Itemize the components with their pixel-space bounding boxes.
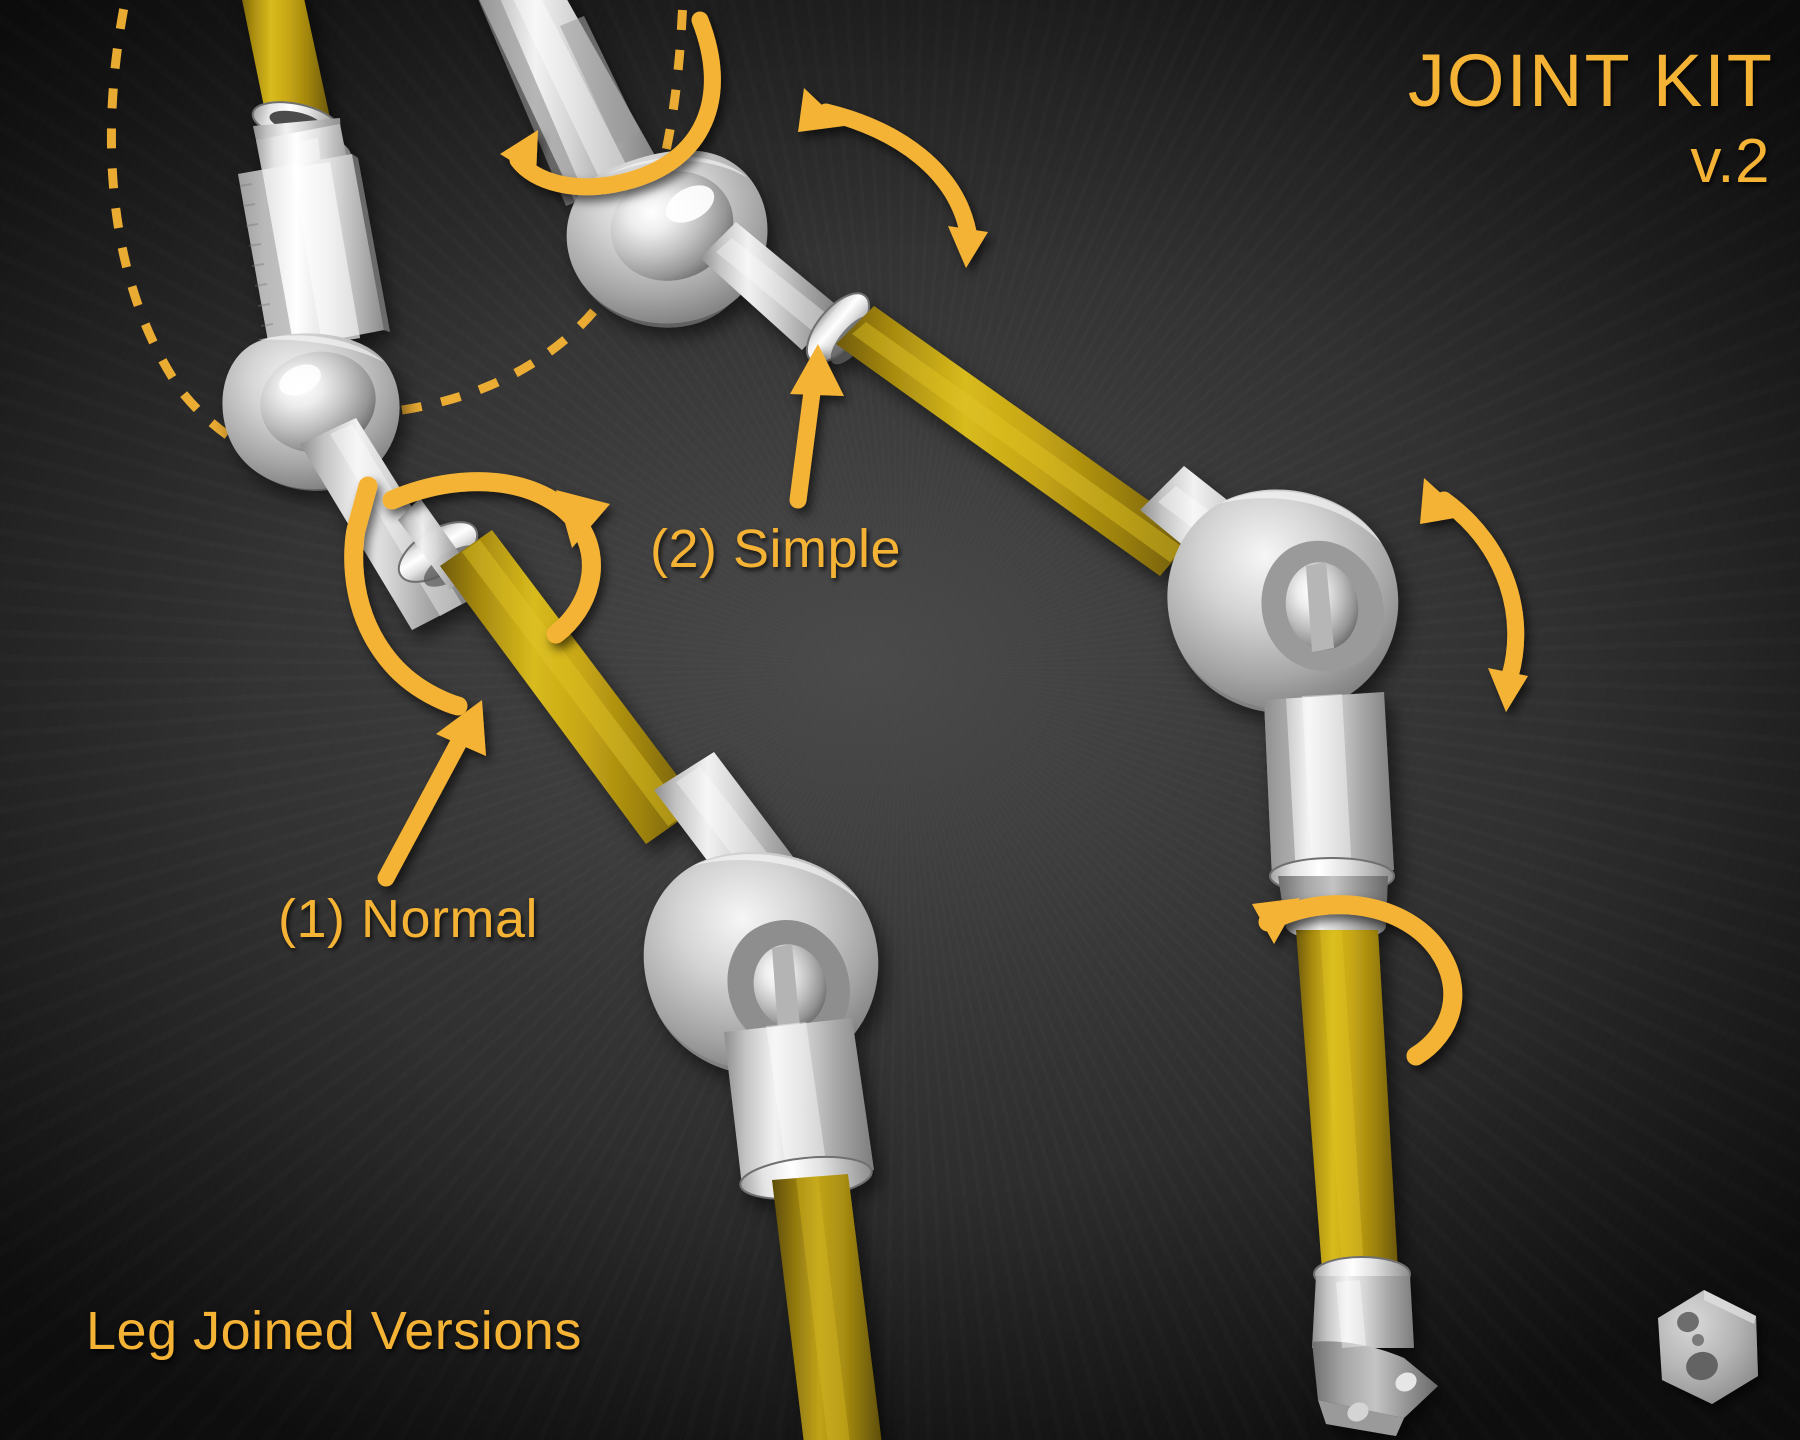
- ball-socket-joint-right: [1140, 466, 1399, 714]
- pointer-arrow-normal: [377, 700, 486, 887]
- normal-joint-assembly: [222, 0, 882, 1440]
- rotation-arrow-normal-joint: [344, 472, 610, 716]
- label-simple-joint: (2) Simple: [650, 519, 902, 579]
- pointer-arrow-simple: [789, 344, 844, 509]
- sleeve-right: [1264, 692, 1395, 941]
- hexagon-logo: [1658, 1290, 1758, 1404]
- swing-arrow-right-joint: [1420, 478, 1528, 712]
- yellow-rod-left-main: [440, 530, 700, 844]
- version-label: v.2: [1690, 127, 1770, 196]
- bottom-sleeve-left: [724, 1018, 874, 1201]
- yellow-rod-middle-main: [836, 306, 1196, 576]
- range-arc-middle: [387, 0, 688, 417]
- clevis-shaft-middle: [700, 222, 840, 350]
- simple-joint-assembly: [478, 0, 1438, 1436]
- footer-caption: Leg Joined Versions: [86, 1301, 582, 1361]
- page-title: JOINT KIT: [1407, 39, 1774, 122]
- rotation-arrow-right-rod: [1252, 895, 1463, 1066]
- rotation-arrow-upper-middle: [500, 11, 721, 196]
- sleeve-grip-upper-left: [238, 154, 390, 352]
- yellow-rod-right: [1296, 930, 1398, 1270]
- mounting-flange-foot: [1312, 1256, 1438, 1436]
- swing-arrow-upper-right: [798, 88, 988, 268]
- ball-socket-joint-middle: [566, 150, 768, 328]
- label-normal-joint: (1) Normal: [278, 889, 539, 949]
- yellow-rod-upper-left: [242, 0, 330, 126]
- clevis-arm-top-middle: [478, 0, 662, 206]
- ball-socket-joint-left-lower: [643, 752, 879, 1076]
- yellow-rod-left-bottom: [772, 1174, 882, 1440]
